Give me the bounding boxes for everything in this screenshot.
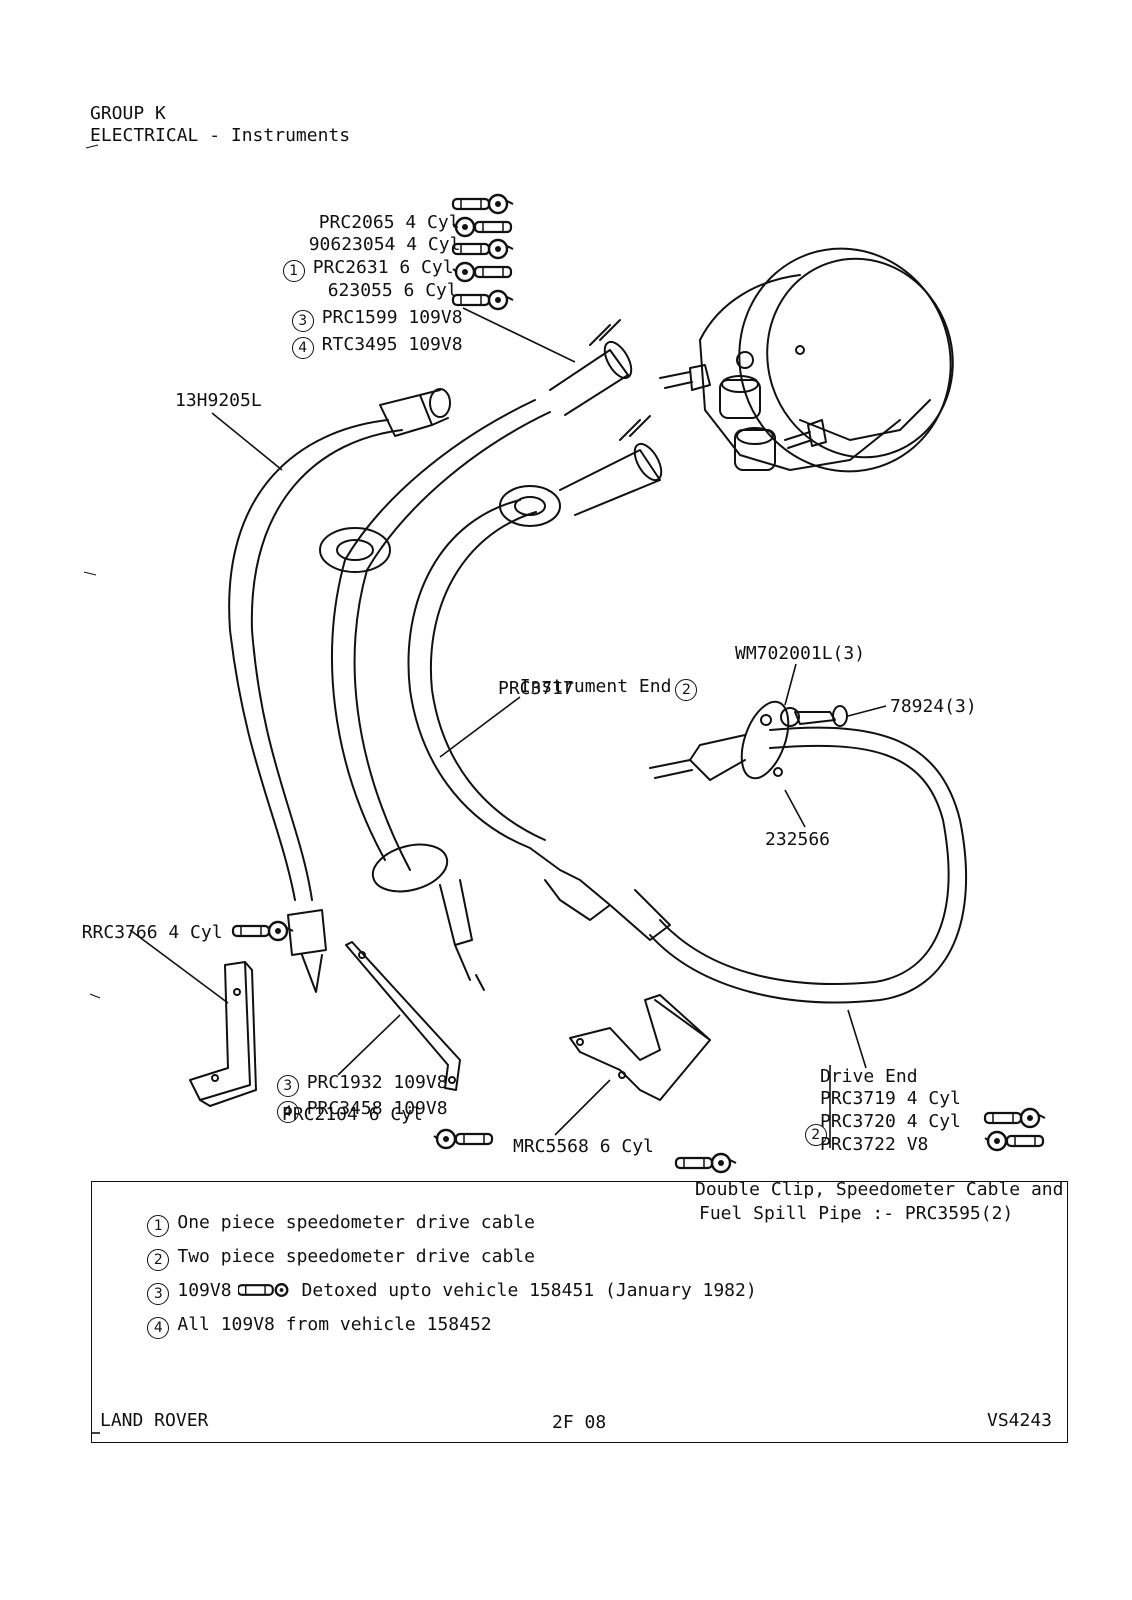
- label-78924: 78924(3): [890, 696, 977, 717]
- footer-page: 2F 08: [552, 1412, 607, 1433]
- cable-instrument-end: [407, 415, 671, 941]
- legend-note-line: Double Clip, Speedometer Cable and: [695, 1179, 1064, 1200]
- group-heading: GROUP K: [90, 103, 166, 124]
- cable-13h9205l: [228, 388, 451, 993]
- label-rrc3766: RRC3766 4 Cyl: [81, 922, 223, 943]
- callout-row: PRC2065 4 Cyl: [297, 190, 460, 234]
- label-prc2104: PRC2104 6 Cyl: [282, 1104, 423, 1125]
- marker-circle: 4: [147, 1317, 170, 1339]
- cable-prc2065: [319, 319, 633, 991]
- label-wm702001l: WM702001L(3): [735, 643, 866, 664]
- marker-circle: 2: [675, 679, 698, 701]
- clip-icon: [432, 1128, 494, 1150]
- marker-circle: 3: [291, 310, 314, 332]
- clip-icon: [451, 261, 513, 283]
- callout-part-number: 623055 6 Cyl: [327, 280, 458, 301]
- bracket-rrc3766: [189, 961, 257, 1107]
- footer-brand: LAND ROVER: [100, 1410, 209, 1431]
- drive-end-part: PRC3719 4 Cyl: [820, 1088, 961, 1109]
- callout-row: 1 PRC2631 6 Cyl: [261, 235, 454, 282]
- callout-part-number: RTC3495 109V8: [321, 334, 463, 355]
- drive-end-title: Drive End: [820, 1066, 918, 1087]
- speedometer-head: [659, 247, 954, 473]
- clip-icon: [674, 1152, 738, 1174]
- drive-end-part: PRC3722 V8: [820, 1134, 929, 1155]
- label-mrc5568: MRC5568 6 Cyl: [513, 1136, 654, 1157]
- callout-row: 90623054 4 Cyl: [287, 212, 461, 256]
- scan-marks: [83, 144, 101, 999]
- callout-part-number: PRC2631 6 Cyl: [312, 257, 454, 278]
- label-232566: 232566: [765, 829, 831, 850]
- marker-circle: 4: [291, 337, 314, 359]
- double-clip-mrc5568: [569, 994, 711, 1101]
- label-prc3717: PRC3717: [498, 678, 574, 699]
- drive-end-part: PRC3720 4 Cyl: [820, 1111, 961, 1132]
- footer-ref: VS4243: [987, 1410, 1053, 1431]
- clip-icon: [451, 216, 513, 238]
- section-heading: ELECTRICAL - Instruments: [90, 125, 351, 146]
- marker-circle: 2: [147, 1249, 170, 1271]
- callout-part-number: PRC1599 109V8: [321, 307, 463, 328]
- bracket-prc1932: [345, 941, 461, 1091]
- callout-row: 623055 6 Cyl: [306, 258, 458, 302]
- clip-icon: [451, 238, 515, 260]
- clip-icon: [237, 1283, 289, 1297]
- cable-drive-end: [649, 700, 968, 1004]
- clip-icon: [983, 1130, 1045, 1152]
- callout-row: 4 RTC3495 109V8: [270, 312, 463, 359]
- legend-note-line: Fuel Spill Pipe :- PRC3595(2): [699, 1203, 1014, 1224]
- marker-circle: 1: [147, 1215, 170, 1237]
- clip-icon: [983, 1107, 1047, 1129]
- clip-icon: [451, 193, 515, 215]
- marker-circle: 1: [282, 260, 305, 282]
- clip-icon: [231, 920, 295, 942]
- marker-circle: 3: [276, 1075, 299, 1097]
- label-13h9205l: 13H9205L: [175, 390, 262, 411]
- callout-part-number: PRC2065 4 Cyl: [318, 212, 460, 233]
- callout-part-number: 90623054 4 Cyl: [308, 234, 461, 255]
- marker-circle: 3: [147, 1283, 170, 1305]
- drive-end-marker: 2: [783, 1099, 835, 1146]
- marker-circle: 4: [276, 1101, 299, 1123]
- leader-lines: [91, 307, 887, 1434]
- callout-row: 3 PRC1599 109V8: [270, 285, 463, 332]
